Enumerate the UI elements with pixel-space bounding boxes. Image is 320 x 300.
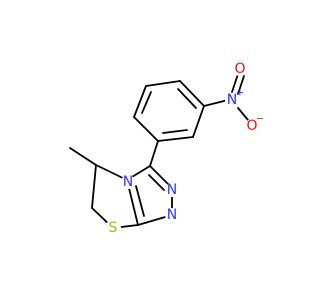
- molecule-structure-diagram: S N N N N + O O −: [69, 61, 264, 236]
- bond-c-nitro: [203, 99, 229, 107]
- atom-oxygen-nitro-a: O: [234, 61, 245, 77]
- bond-benzene-6: [157, 136, 194, 142]
- bond-ch-n: [95, 164, 128, 181]
- bond-benzene-3: [145, 80, 181, 87]
- bonds: [69, 73, 249, 229]
- bond-n-o-double-b: [237, 75, 245, 95]
- bond-benzene-6-inner: [162, 129, 188, 134]
- atom-labels: S N N N N + O O −: [105, 61, 264, 236]
- atom-sulfur: S: [109, 220, 118, 236]
- charge-nitro-oxygen: −: [256, 114, 264, 125]
- atom-nitrogen-triazole-b: N: [167, 207, 177, 223]
- charge-nitro-nitrogen: +: [236, 88, 244, 99]
- bond-n-c-junction-inner: [135, 185, 145, 217]
- bond-benzene-2-inner: [141, 91, 152, 114]
- bond-methyl: [69, 147, 97, 166]
- atom-nitrogen-bridge: N: [123, 174, 133, 190]
- bond-triazole-phenyl: [149, 140, 159, 167]
- bond-n-o-double-a: [231, 73, 239, 93]
- bond-benzene-2: [133, 85, 147, 118]
- bond-n-o-single: [237, 107, 249, 121]
- bond-ch-ch2: [91, 164, 97, 209]
- bond-benzene-4-inner: [177, 88, 197, 109]
- atom-nitrogen-triazole-a: N: [167, 182, 177, 198]
- bond-benzene-4: [179, 80, 205, 107]
- bond-benzene-1: [133, 116, 159, 142]
- atom-nitrogen-nitro: N: [227, 92, 237, 108]
- bond-benzene-5: [192, 105, 205, 138]
- atom-oxygen-nitro-b: O: [246, 118, 257, 134]
- bond-c-n-triazole-inner: [148, 174, 165, 191]
